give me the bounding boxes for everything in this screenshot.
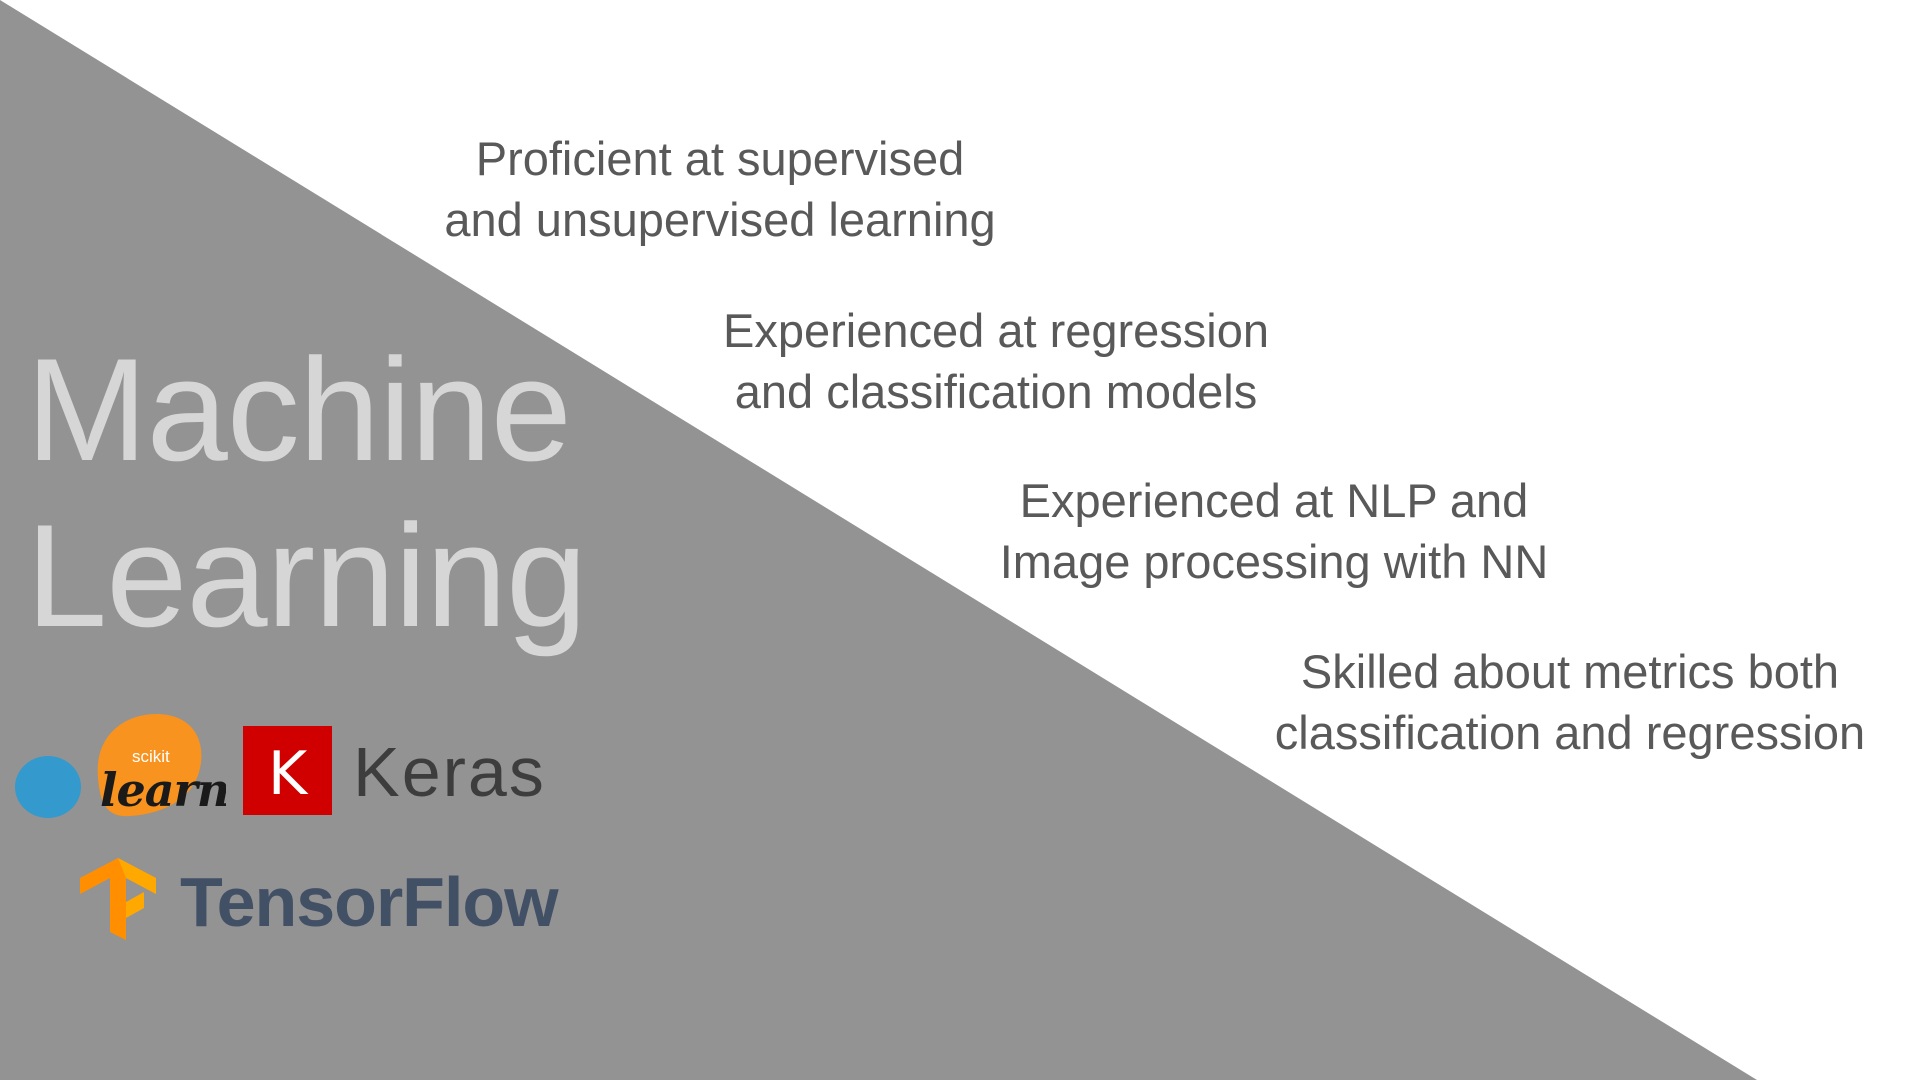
keras-badge-letter: K [268,739,309,809]
sklearn-main-text: learn [100,763,226,817]
skill-line: Experienced at NLP and [1019,474,1529,527]
skill-line: Image processing with NN [999,535,1549,588]
skill-item-regression: Experienced at regression and classifica… [696,300,1296,422]
sklearn-small-text: scikit [132,747,170,766]
keras-wordmark: Keras [353,733,546,811]
tensorflow-mark-arm [126,892,144,918]
skill-item-metrics: Skilled about metrics both classificatio… [1240,641,1900,763]
keras-logo: K [243,726,332,815]
keras-badge [243,726,332,815]
skill-item-supervised: Proficient at supervised and unsupervise… [420,128,1020,250]
skill-item-nlp: Experienced at NLP and Image processing … [964,470,1584,592]
scikit-learn-logo: scikit learn [15,714,226,818]
skill-line: Skilled about metrics both [1300,645,1840,698]
skill-line: Experienced at regression [722,304,1270,357]
sklearn-blue-blob [15,756,81,818]
tensorflow-wordmark: TensorFlow [180,863,559,941]
skill-line: Proficient at supervised [475,132,965,185]
tensorflow-logo [80,858,156,940]
title-line-machine: Machine [26,328,572,491]
skill-line: classification and regression [1274,706,1866,759]
sklearn-orange-blob [97,714,202,817]
skill-line: and unsupervised learning [444,193,996,246]
tensorflow-mark-top [118,858,156,894]
tensorflow-mark [80,858,156,940]
title-line-learning: Learning [26,494,587,657]
skill-line: and classification models [734,365,1258,418]
